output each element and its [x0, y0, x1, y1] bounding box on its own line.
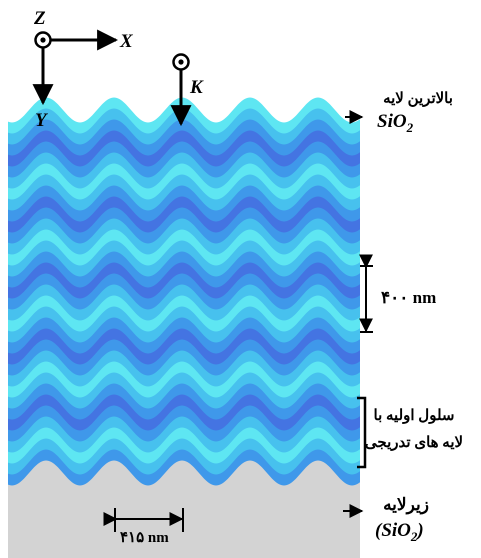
- period-bracket: ۴۰۰ nm: [359, 254, 436, 333]
- k-vector-label: K: [189, 77, 204, 98]
- coordinate-axes: Z X Y: [32, 8, 134, 131]
- substrate-label: زیرلایه: [383, 495, 429, 515]
- unit-cell-bracket: سلول اولیه با لایه های تدریجی: [357, 396, 463, 469]
- z-axis-label: Z: [33, 8, 46, 29]
- substrate-material: (SiO2): [375, 520, 424, 544]
- top-layer-material: SiO2: [377, 111, 414, 135]
- top-layer-annotation: بالاترین لایه SiO2: [345, 91, 453, 135]
- top-layer-label: بالاترین لایه: [383, 91, 453, 107]
- wavelength-dimension: ۴۱۵ nm: [103, 508, 184, 546]
- y-axis-label: Y: [35, 110, 49, 131]
- substrate-annotation: زیرلایه (SiO2): [343, 495, 429, 544]
- unit-cell-label-line2: لایه های تدریجی: [365, 435, 463, 451]
- wavelength-label: ۴۱۵ nm: [120, 530, 169, 546]
- unit-cell-label-line1: سلول اولیه با: [374, 408, 455, 424]
- wave-vector-k: K: [170, 53, 204, 127]
- substrate-interface: [8, 460, 360, 510]
- period-label: ۴۰۰ nm: [381, 288, 436, 307]
- graded-layer-stack: [8, 97, 360, 510]
- x-axis-label: X: [119, 31, 134, 52]
